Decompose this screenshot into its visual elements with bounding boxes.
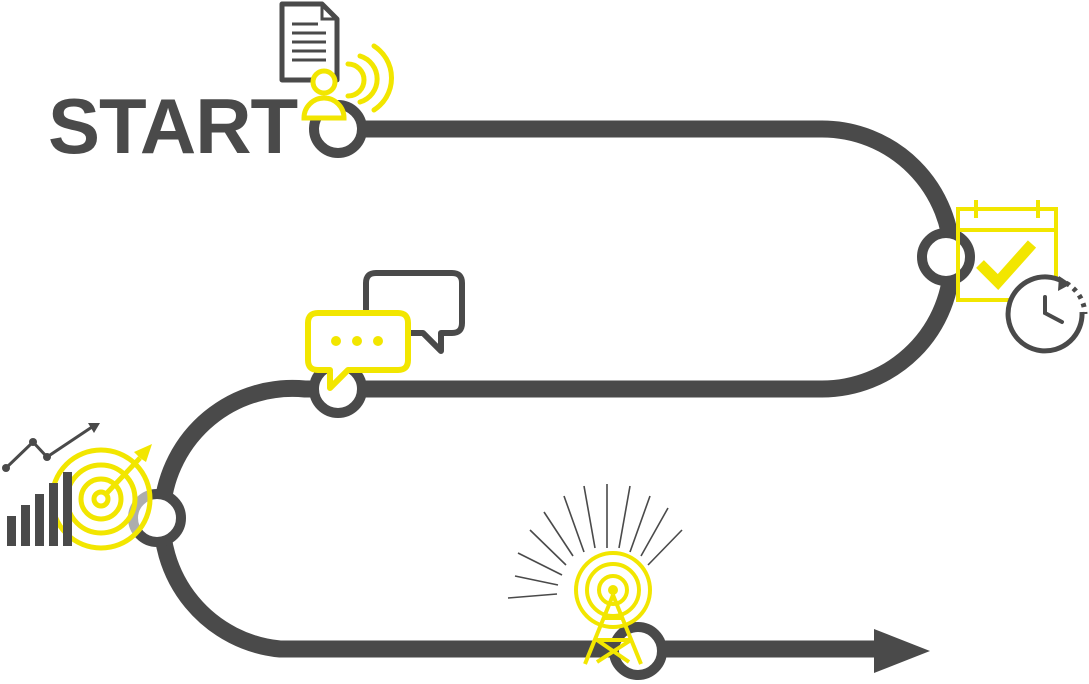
start-label: START: [48, 82, 298, 170]
roadmap-path: [153, 120, 961, 673]
document-icon: [279, 1, 340, 83]
antenna-tower-icon: [507, 484, 683, 665]
milestone-node-broadcast: [609, 622, 667, 680]
arrow-head-icon: [874, 629, 930, 673]
milestone-node-schedule: [917, 228, 975, 286]
user-voice-icon: [301, 43, 394, 121]
growth-chart-icon: [2, 423, 100, 546]
road-line: [153, 120, 961, 658]
chat-bubbles-icon: [305, 270, 465, 391]
calendar-check-icon: [956, 200, 1058, 302]
target-icon: [49, 444, 153, 551]
clock-icon: [1005, 274, 1088, 354]
